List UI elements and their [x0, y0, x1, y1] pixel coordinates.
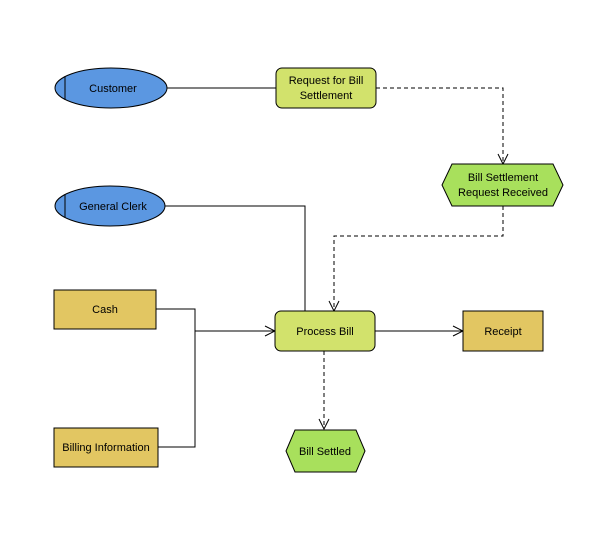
bill-settlement-request-received-label-line-1: Bill Settlement	[468, 172, 538, 184]
billing-information-shape	[53, 427, 159, 468]
cash-label: Cash	[92, 304, 118, 316]
general-clerk-shape	[54, 185, 166, 227]
request-bill-settlement-shape	[275, 67, 377, 109]
bill-settlement-request-received-node[interactable]: Bill Settlement Request Received	[441, 163, 564, 207]
customer-label: Customer	[89, 83, 137, 95]
customer-shape	[54, 67, 168, 109]
process-bill-shape	[274, 310, 376, 352]
bill-settled-node[interactable]: Bill Settled	[285, 429, 366, 473]
request-bill-settlement-node[interactable]: Request for Bill Settlement	[275, 67, 377, 109]
connectors	[156, 87, 504, 448]
billing-information-label: Billing Information	[62, 442, 149, 454]
cash-node[interactable]: Cash	[53, 289, 157, 330]
edge-request-received-to-process-bill[interactable]	[334, 206, 504, 311]
process-bill-node[interactable]: Process Bill	[274, 310, 376, 352]
bill-settlement-request-received-shape	[441, 163, 564, 207]
edge-general-clerk-to-process-bill[interactable]	[165, 205, 306, 311]
bill-settlement-request-received-label-line-2: Request Received	[458, 187, 548, 199]
receipt-shape	[462, 310, 544, 352]
cash-shape	[53, 289, 157, 330]
edge-cash-to-process-bill[interactable]	[156, 308, 275, 331]
customer-node[interactable]: Customer	[54, 67, 168, 109]
request-bill-settlement-label-line-1: Request for Bill	[289, 75, 364, 87]
bill-settled-label: Bill Settled	[299, 446, 351, 458]
bill-settled-shape	[285, 429, 366, 473]
edge-request-to-request-received[interactable]	[376, 87, 503, 164]
general-clerk-node[interactable]: General Clerk	[54, 185, 166, 227]
billing-information-node[interactable]: Billing Information	[53, 427, 159, 468]
process-bill-label: Process Bill	[296, 326, 353, 338]
general-clerk-label: General Clerk	[79, 201, 147, 213]
edge-billing-information-to-process-bill[interactable]	[158, 331, 196, 448]
receipt-node[interactable]: Receipt	[462, 310, 544, 352]
receipt-label: Receipt	[484, 326, 521, 338]
request-bill-settlement-label-line-2: Settlement	[300, 90, 353, 102]
